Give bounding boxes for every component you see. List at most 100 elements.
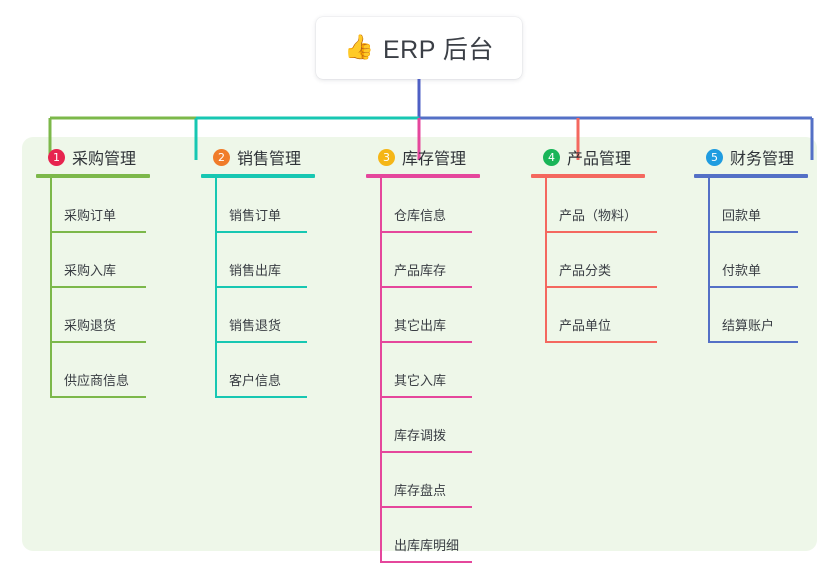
menu-item-rule [380, 286, 472, 288]
menu-item[interactable]: 其它入库 [366, 343, 518, 398]
menu-item-rule [380, 396, 472, 398]
column-spine-3 [380, 178, 382, 563]
column-items-2: 销售订单销售出库销售退货客户信息 [201, 178, 353, 398]
menu-item[interactable]: 出库库明细 [366, 508, 518, 563]
menu-item[interactable]: 客户信息 [201, 343, 353, 398]
menu-item-rule [50, 231, 146, 233]
menu-item-rule [380, 451, 472, 453]
column-title-3: 库存管理 [402, 151, 467, 168]
menu-item[interactable]: 其它出库 [366, 288, 518, 343]
column-2: 2 销售管理销售订单销售出库销售退货客户信息 [201, 146, 353, 398]
root-node-card[interactable]: 👍 ERP 后台 [316, 17, 522, 79]
menu-item-label: 付款单 [722, 263, 762, 278]
column-header-rule-3 [366, 174, 480, 178]
column-header-rule-2 [201, 174, 315, 178]
column-title-1: 采购管理 [72, 151, 137, 168]
menu-item-rule [380, 506, 472, 508]
menu-item-rule [545, 286, 657, 288]
menu-item-label: 其它出库 [394, 318, 447, 333]
column-header-3[interactable]: 3 库存管理 [366, 146, 518, 168]
menu-item[interactable]: 付款单 [694, 233, 839, 288]
menu-item-label: 供应商信息 [64, 373, 130, 388]
column-title-5: 财务管理 [730, 151, 795, 168]
menu-item[interactable]: 回款单 [694, 178, 839, 233]
menu-item-rule [545, 231, 657, 233]
menu-item-label: 产品单位 [559, 318, 612, 333]
menu-item[interactable]: 库存盘点 [366, 453, 518, 508]
menu-item-label: 销售出库 [229, 263, 282, 278]
column-3: 3 库存管理仓库信息产品库存其它出库其它入库库存调拨库存盘点出库库明细 [366, 146, 518, 563]
menu-item[interactable]: 采购入库 [36, 233, 188, 288]
column-header-1[interactable]: 1 采购管理 [36, 146, 188, 168]
thumbs-up-icon: 👍 [344, 34, 374, 61]
column-4: 4 产品管理产品（物料） 产品分类产品单位 [531, 146, 683, 343]
column-badge-1: 1 [48, 148, 65, 166]
menu-item-rule [215, 341, 307, 343]
column-5: 5 财务管理回款单付款单结算账户 [694, 146, 839, 343]
menu-item-rule [215, 286, 307, 288]
menu-item-rule [215, 231, 307, 233]
menu-item-label: 采购入库 [64, 263, 117, 278]
column-badge-3: 3 [378, 148, 395, 166]
column-badge-2: 2 [213, 148, 230, 166]
menu-item[interactable]: 库存调拨 [366, 398, 518, 453]
column-header-4[interactable]: 4 产品管理 [531, 146, 683, 168]
menu-item-label: 库存盘点 [394, 483, 447, 498]
column-items-4: 产品（物料） 产品分类产品单位 [531, 178, 683, 343]
menu-item-rule [708, 286, 798, 288]
menu-item-rule [50, 286, 146, 288]
menu-item-label: 结算账户 [722, 318, 775, 333]
column-header-2[interactable]: 2 销售管理 [201, 146, 353, 168]
menu-item-rule [215, 396, 307, 398]
column-badge-4: 4 [543, 148, 560, 166]
menu-item-rule [50, 396, 146, 398]
menu-item-label: 库存调拨 [394, 428, 447, 443]
menu-item-rule [380, 341, 472, 343]
menu-item-label: 销售退货 [229, 318, 282, 333]
menu-item-label: 回款单 [722, 208, 762, 223]
menu-item[interactable]: 采购订单 [36, 178, 188, 233]
menu-item[interactable]: 仓库信息 [366, 178, 518, 233]
column-header-5[interactable]: 5 财务管理 [694, 146, 839, 168]
menu-item[interactable]: 采购退货 [36, 288, 188, 343]
menu-item-label: 仓库信息 [394, 208, 447, 223]
column-title-2: 销售管理 [237, 151, 302, 168]
column-badge-5: 5 [706, 148, 723, 166]
menu-item[interactable]: 产品库存 [366, 233, 518, 288]
menu-item-label: 出库库明细 [394, 538, 460, 553]
menu-item-rule [708, 231, 798, 233]
diagram-panel [22, 137, 817, 551]
menu-item[interactable]: 产品分类 [531, 233, 683, 288]
menu-item-label: 产品库存 [394, 263, 447, 278]
menu-item[interactable]: 产品（物料） [531, 178, 683, 233]
column-items-3: 仓库信息产品库存其它出库其它入库库存调拨库存盘点出库库明细 [366, 178, 518, 563]
menu-item-rule [545, 341, 657, 343]
menu-item-label: 采购订单 [64, 208, 117, 223]
column-header-rule-1 [36, 174, 150, 178]
menu-item-label: 其它入库 [394, 373, 447, 388]
column-title-4: 产品管理 [567, 151, 632, 168]
menu-item[interactable]: 销售订单 [201, 178, 353, 233]
menu-item-label: 产品分类 [559, 263, 612, 278]
menu-item-label: 客户信息 [229, 373, 282, 388]
menu-item-rule [708, 341, 798, 343]
column-1: 1 采购管理采购订单采购入库采购退货供应商信息 [36, 146, 188, 398]
menu-item-label: 采购退货 [64, 318, 117, 333]
menu-item-label: 销售订单 [229, 208, 282, 223]
column-header-rule-5 [694, 174, 808, 178]
menu-item[interactable]: 产品单位 [531, 288, 683, 343]
root-node-title: ERP 后台 [382, 36, 494, 64]
column-items-5: 回款单付款单结算账户 [694, 178, 839, 343]
menu-item-label: 产品（物料） [559, 208, 638, 223]
menu-item[interactable]: 销售退货 [201, 288, 353, 343]
menu-item[interactable]: 销售出库 [201, 233, 353, 288]
menu-item-rule [380, 231, 472, 233]
menu-item[interactable]: 供应商信息 [36, 343, 188, 398]
column-spine-4 [545, 178, 547, 343]
menu-item-rule [380, 561, 472, 563]
column-spine-5 [708, 178, 710, 343]
column-items-1: 采购订单采购入库采购退货供应商信息 [36, 178, 188, 398]
column-header-rule-4 [531, 174, 645, 178]
menu-item-rule [50, 341, 146, 343]
menu-item[interactable]: 结算账户 [694, 288, 839, 343]
